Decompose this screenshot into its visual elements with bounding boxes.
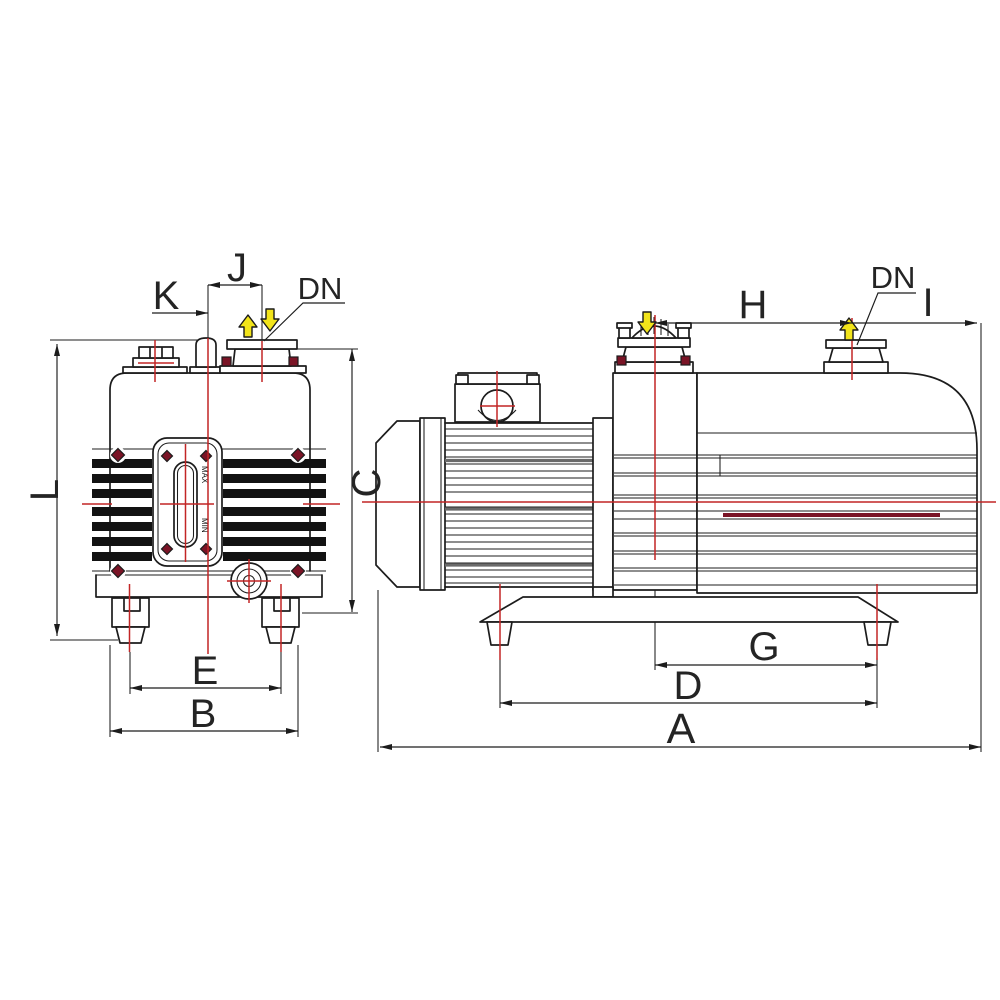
dn-leader-side (856, 292, 916, 346)
dim-label-d: D (674, 664, 703, 708)
centerlines (82, 315, 996, 660)
clamp-mark (221, 356, 232, 367)
dn-leader-front (263, 302, 345, 342)
side-view (375, 317, 978, 646)
dim-label-c: C (345, 469, 389, 498)
min-mark-label: MIN (200, 518, 209, 533)
dim-label-e: E (192, 649, 219, 693)
max-mark-label: MAX (200, 466, 209, 484)
dim-label-b: B (190, 692, 217, 736)
dim-label-j: J (227, 246, 247, 290)
dim-label-dn-side: DN (871, 260, 916, 295)
flow-arrow-up-front (238, 314, 258, 338)
oil-tank (614, 372, 978, 594)
dim-label-i: I (922, 281, 933, 325)
oil-level-line (723, 513, 940, 517)
sight-glass-plate: MAX MIN (152, 437, 223, 567)
dim-label-h: H (739, 283, 768, 327)
housing-corner-screws (110, 447, 306, 579)
dim-label-dn-front: DN (298, 271, 343, 306)
fan-cover (375, 420, 421, 588)
clamp-mark (288, 356, 299, 367)
tank-bands (614, 432, 977, 586)
side-feet (486, 621, 892, 646)
front-feet (111, 597, 300, 644)
clamp-mark (680, 355, 691, 366)
base-plate (479, 586, 899, 623)
dim-label-a: A (667, 705, 696, 753)
flow-arrow-up-side (839, 317, 859, 341)
oil-level-and-clamp-marks (221, 355, 940, 517)
gas-ballast-knob (189, 337, 221, 374)
dim-label-g: G (748, 625, 779, 669)
flow-arrows (238, 308, 859, 341)
front-view: MAX MIN (92, 337, 326, 644)
exhaust-port-side (823, 339, 889, 374)
dim-label-k: K (153, 274, 180, 318)
motor-fins (444, 422, 594, 588)
dim-label-l: L (23, 479, 67, 501)
dimensions: J K DN L C E B H DN I G D A (23, 246, 981, 753)
clamp-mark (616, 355, 627, 366)
motor (375, 417, 614, 591)
motor-flange (592, 417, 614, 591)
flow-arrow-down-front (260, 308, 280, 332)
